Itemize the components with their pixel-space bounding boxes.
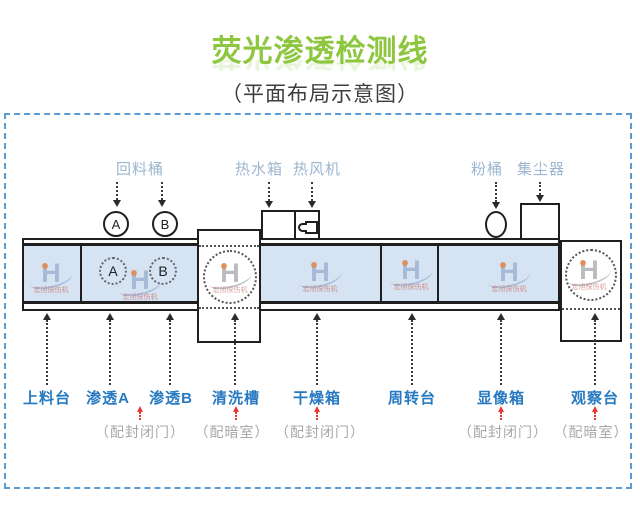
dark-room-dotted-circle [565,249,617,301]
station-note: （配封闭门） [275,424,365,440]
station-note: （配暗室） [194,424,270,440]
label-recycle-bucket: 回料桶 [115,161,165,178]
station-label-observation-table: 观察台 [570,390,620,407]
cleaning-tank-box [197,229,261,343]
penetrant-b-marker: B [149,257,177,285]
note-arrow-up-icon [136,406,143,420]
station-note: （配暗室） [553,424,629,440]
hot-box-divider [294,212,296,239]
diagram-frame [4,113,632,489]
note-arrow-up-icon [232,406,239,420]
note-arrow-up-icon [497,406,504,420]
penetrant-a-letter: A [108,263,118,279]
station-label-loading-table: 上料台 [22,390,72,407]
conveyor-bottom-rail [22,302,560,311]
bucket-a-letter: A [111,216,121,232]
panel-divider [80,246,82,302]
label-dust-collector: 集尘器 [516,161,566,178]
hidden-rail-line [199,307,259,309]
observation-table-box [560,240,622,342]
panel-divider [380,246,382,302]
leader-arrow-up-icon [408,313,416,385]
note-arrow-up-icon [313,406,320,420]
station-label-transfer-table: 周转台 [387,390,437,407]
label-hot-air-blower: 热风机 [292,161,342,178]
recycle-bucket-a: A [103,211,129,237]
panel-divider [437,246,439,302]
penetrant-a-marker: A [99,257,127,285]
label-powder-bucket: 粉桶 [470,161,504,178]
dust-collector-box [520,203,560,241]
recycle-bucket-b: B [152,211,178,237]
penetrant-b-letter: B [158,263,168,279]
page-title: 荧光渗透检测线 [211,35,429,68]
page-subtitle: （平面布局示意图） [221,83,419,106]
leader-arrow-up-icon [591,313,599,385]
station-label-drying-box: 干燥箱 [292,390,342,407]
label-hot-water-tank: 热水箱 [234,161,284,178]
powder-bucket-shape [485,211,507,238]
station-note: （配封闭门） [458,424,548,440]
blower-fan-cap-icon [298,223,307,232]
station-label-cleaning-tank: 清洗槽 [211,390,261,407]
station-label-penetrant-b: 渗透B [149,390,193,407]
station-label-penetrant-a: 渗透A [86,390,130,407]
note-arrow-up-icon [591,406,598,420]
leader-arrow-up-icon [166,313,174,385]
leader-arrow-up-icon [497,313,505,385]
leader-arrow-up-icon [106,313,114,385]
hidden-rail-line [562,308,620,310]
station-label-developing-box: 显像箱 [476,390,526,407]
bucket-b-letter: B [160,216,170,232]
page-title-reflection: 荧光渗透检测线 [212,60,429,80]
leader-arrow-up-icon [231,313,239,385]
leader-arrow-up-icon [43,313,51,385]
station-note: （配封闭门） [95,424,185,440]
dark-room-dotted-circle [203,250,257,304]
leader-arrow-up-icon [313,313,321,385]
hidden-rail-line [199,245,259,247]
